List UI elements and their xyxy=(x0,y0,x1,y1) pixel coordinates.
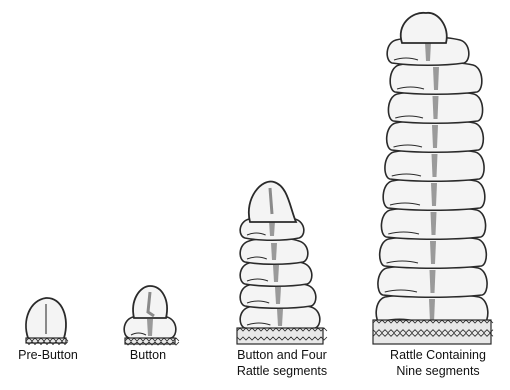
button-lower-lobe-groove xyxy=(425,42,431,61)
label-line-1: Rattle Containing xyxy=(368,347,508,363)
rattle-segment-4-groove xyxy=(431,212,437,235)
label-nine-segments: Rattle Containing Nine segments xyxy=(368,347,508,379)
rattle-segment-1-groove xyxy=(429,299,435,322)
nine-segment-base xyxy=(373,320,491,344)
label-button: Button xyxy=(112,347,184,363)
button-lower-lobe-groove xyxy=(147,319,153,336)
rattle-segment-6-groove xyxy=(432,154,438,177)
label-line-2: Rattle segments xyxy=(222,363,342,379)
rattle-segment-9-groove xyxy=(433,67,439,90)
button-and-four-segments-drawing xyxy=(237,181,327,344)
rattle-segment-8-groove xyxy=(433,96,439,119)
rattle-segment-7-groove xyxy=(432,125,438,148)
rattle-segment-5-groove xyxy=(431,183,437,206)
label-pre-button: Pre-Button xyxy=(4,347,92,363)
button-upper-lobe xyxy=(401,13,447,43)
pre-button-drawing xyxy=(26,298,68,345)
rattle-segment-2-groove xyxy=(430,270,436,293)
label-button-and-four-segments: Button and Four Rattle segments xyxy=(222,347,342,379)
button-groove xyxy=(270,188,272,214)
nine-segment-rattle-drawing xyxy=(373,13,493,344)
label-line-1: Button and Four xyxy=(222,347,342,363)
button-lower-lobe-groove xyxy=(269,221,275,236)
rattle-segment-3-groove xyxy=(273,265,279,282)
rattle-segment-3-groove xyxy=(430,241,436,264)
button-drawing xyxy=(124,286,179,345)
label-line-2: Nine segments xyxy=(368,363,508,379)
rattle-segment-1-groove xyxy=(277,309,283,326)
rattle-segment-2-groove xyxy=(275,287,281,304)
rattle-segment-4-groove xyxy=(271,243,277,260)
